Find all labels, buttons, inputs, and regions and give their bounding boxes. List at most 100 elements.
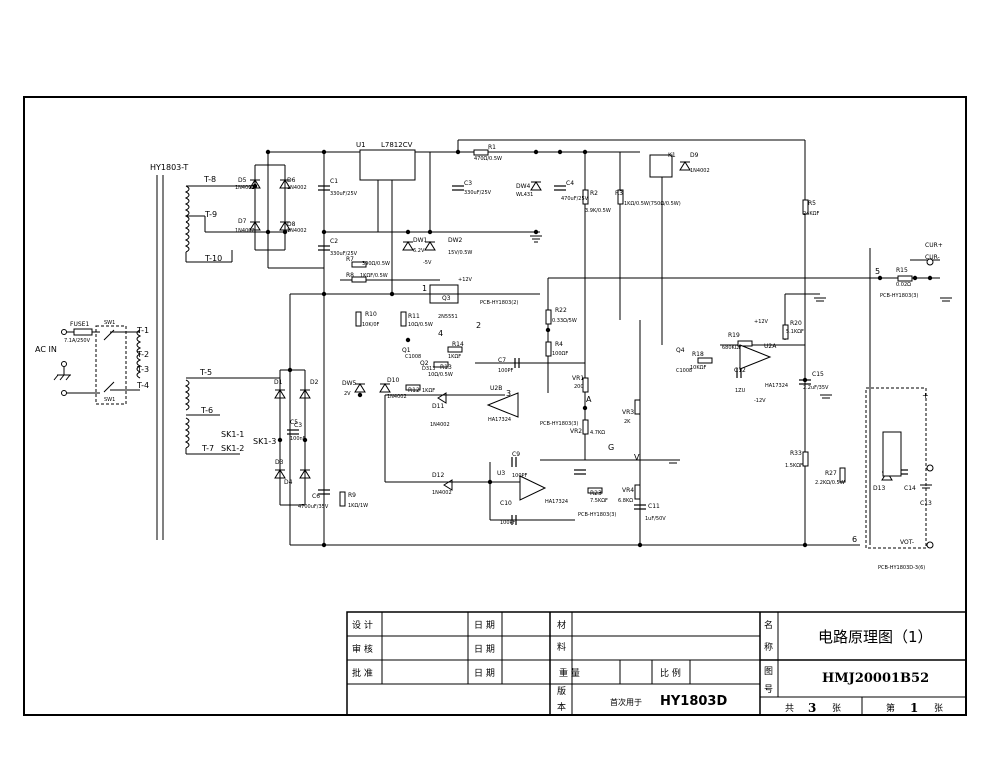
c7-ref: C7 [498, 357, 506, 364]
c3-val: 330uF/25V [464, 190, 492, 196]
u2a-part: HA17324 [765, 383, 788, 389]
d3-ref: D3 [275, 459, 284, 466]
capacitor-symbols [287, 185, 908, 525]
tap-t9: T-9 [204, 210, 217, 219]
r4-val: 100ΩF [552, 351, 568, 357]
sk1-2-label: SK1-2 [221, 444, 244, 453]
selector-switch: SK1-1 SK1-3 SK1-2 [221, 430, 276, 453]
q4-part: C1008 [676, 368, 692, 374]
tb-name-1: 名 [764, 619, 773, 631]
tb-date-2: 日 期 [474, 644, 495, 655]
vr2-val: 4.7KΩ [590, 430, 605, 436]
sk1-3-label: SK1-3 [253, 437, 276, 446]
tb-first-used: 首次用于 [610, 697, 642, 707]
q1-part: C1008 [405, 354, 421, 360]
c10-ref: C10 [500, 500, 512, 507]
r12-val: 1KΩF [422, 388, 435, 394]
tb-design: 设 计 [352, 619, 373, 631]
vr3-val: 2K [624, 419, 631, 425]
r5-ref: R5 [808, 200, 816, 207]
r2-ref: R2 [590, 190, 598, 197]
tb-code-2: 号 [764, 684, 773, 695]
switch-label-bottom: SW1 [104, 397, 115, 403]
c2-val: 330uF/25V [330, 251, 358, 257]
r20-ref: R20 [790, 320, 802, 327]
pos12-opamp: +12V [754, 319, 769, 325]
tb-first-model: HY1803D [660, 694, 727, 709]
r19-ref: R19 [728, 332, 740, 339]
tap-t1: T-1 [136, 326, 149, 335]
resistor-symbols [339, 149, 913, 507]
c5-val: 100nF [290, 436, 306, 442]
tb-sheet: 1 [910, 701, 918, 715]
d8-part: 1N4002 [287, 228, 307, 234]
d9-val: 1N4002 [690, 168, 710, 174]
q3-transistor-box [429, 284, 459, 304]
d9-ref: D9 [690, 152, 699, 159]
junction-dots [252, 149, 933, 548]
c10-val: 100PF [500, 520, 516, 526]
d12-val: 1N4002 [432, 490, 452, 496]
node-6: 6 [852, 535, 857, 544]
r23-ref: R23 [590, 490, 602, 497]
vout-minus: VOT- [900, 539, 914, 546]
d7-ref: D7 [238, 218, 247, 225]
tb-version-1: 版 [557, 685, 566, 697]
title-block-lines [346, 611, 967, 716]
u2a-ref: U2A [764, 343, 777, 350]
c2-ref: C2 [330, 238, 338, 245]
tap-t8: T-8 [203, 175, 216, 184]
c12-ref: C12 [734, 367, 746, 374]
fuse-label: FUSE1 [70, 321, 89, 328]
d10-ref: D10 [387, 377, 399, 384]
r11-val: 10Ω/0.5W [408, 322, 433, 328]
tb-scale: 比 例 [660, 667, 681, 679]
potentiometer-symbols [582, 377, 641, 500]
d4-ref: D4 [284, 479, 293, 486]
cur-plus-label: CUR+ [925, 242, 943, 249]
tap-t3: T-3 [136, 365, 149, 374]
vr2-ref: VR2 [570, 428, 582, 435]
r15-val: 0.02Ω [896, 282, 911, 288]
pcb4-label: PCB-HY1803D-3(6) [878, 565, 925, 571]
u2b-part: HA17324 [488, 417, 511, 423]
dw5-val: 2V [344, 391, 351, 397]
q1-ref: Q1 [402, 347, 411, 354]
d5-part: 1N4002 [235, 185, 255, 191]
c12-val: 1ZU [735, 388, 746, 394]
c6-val: 4700uF/35V [298, 504, 329, 510]
node-4: 4 [438, 329, 443, 338]
r20-val: 5.1KΩF [786, 329, 804, 335]
c6-ref: C6 [312, 493, 320, 500]
title-block-text: 设 计 审 核 批 准 日 期 日 期 日 期 材 料 重 量 比 例 版 本 … [352, 619, 943, 715]
tb-review: 审 核 [352, 643, 373, 655]
c7-val: 100PF [498, 368, 514, 374]
tb-sheet-pre: 第 [886, 702, 895, 714]
tb-material-1: 材 [557, 619, 566, 631]
vr1-ref: VR1 [572, 375, 584, 382]
dw1-ref: DW1 [413, 237, 428, 244]
c1-ref: C1 [330, 178, 338, 185]
tap-t4: T-4 [136, 381, 149, 390]
ac-in-label: AC IN [35, 345, 57, 354]
r3-ref: R3 [615, 190, 623, 197]
tb-weight: 重 量 [559, 667, 580, 679]
ac-input-circuit [53, 325, 140, 405]
tb-name-2: 称 [764, 641, 773, 653]
r1-ref: R1 [488, 144, 496, 151]
r27-val: 2.2KΩ/0.5W [815, 480, 845, 486]
tb-drawing-title: 电路原理图（1） [818, 628, 933, 646]
r13-ref: R13 [440, 364, 452, 371]
q2-part: D313 [422, 366, 435, 372]
r7-val: 390Ω/0.5W [362, 261, 390, 267]
pcb1-label: PCB-HY1803(2) [480, 300, 518, 306]
r12-ref: R12 [408, 387, 420, 394]
dw2-val: 15V/0.5W [448, 250, 472, 256]
node-1: 1 [422, 284, 427, 293]
node-a: A [586, 395, 592, 404]
r14-ref: R14 [452, 341, 464, 348]
tap-t2: T-2 [136, 350, 149, 359]
tap-t10: T-10 [204, 254, 222, 263]
u1-part: L7812CV [381, 141, 413, 149]
d13-ref: D13 [873, 485, 885, 492]
